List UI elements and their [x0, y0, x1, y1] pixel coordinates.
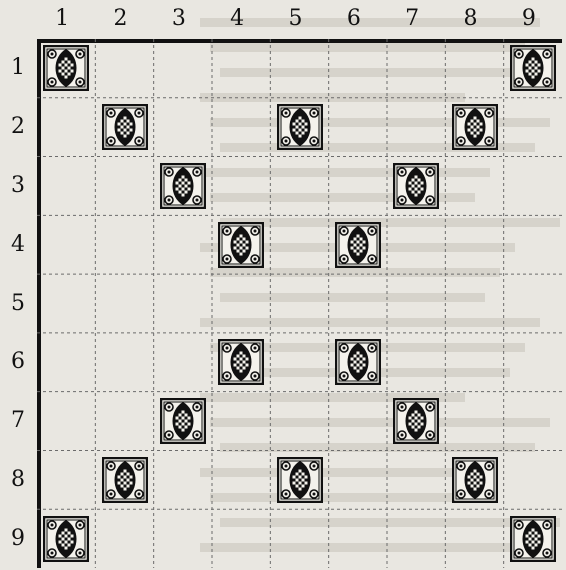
column-number: 2 [101, 6, 141, 31]
column-number: 7 [392, 6, 432, 31]
row-number: 7 [2, 406, 34, 436]
column-number: 5 [276, 6, 316, 31]
ornate-square-piece-icon [102, 104, 148, 150]
ornate-square-piece-icon [510, 45, 556, 91]
ornate-square-piece-icon [102, 457, 148, 503]
row-number: 6 [2, 347, 34, 377]
ornate-square-piece-icon [393, 163, 439, 209]
ornate-square-piece-icon [218, 222, 264, 268]
row-number: 9 [2, 524, 34, 554]
row-number: 2 [2, 112, 34, 142]
ornate-square-piece-icon [393, 398, 439, 444]
row-number: 8 [2, 465, 34, 495]
row-number: 1 [2, 53, 34, 83]
ornate-square-piece-icon [43, 516, 89, 562]
ornate-square-piece-icon [510, 516, 556, 562]
ornate-square-piece-icon [277, 457, 323, 503]
row-number: 3 [2, 171, 34, 201]
column-number: 6 [334, 6, 374, 31]
column-number: 1 [42, 6, 82, 31]
ornate-square-piece-icon [160, 163, 206, 209]
column-number: 4 [217, 6, 257, 31]
ornate-square-piece-icon [335, 222, 381, 268]
ornate-square-piece-icon [160, 398, 206, 444]
ornate-square-piece-icon [277, 104, 323, 150]
row-number: 5 [2, 289, 34, 319]
ornate-square-piece-icon [218, 339, 264, 385]
column-number: 9 [509, 6, 549, 31]
ornate-square-piece-icon [452, 457, 498, 503]
column-number: 8 [451, 6, 491, 31]
column-number: 3 [159, 6, 199, 31]
ornate-square-piece-icon [452, 104, 498, 150]
ornate-square-piece-icon [335, 339, 381, 385]
row-number: 4 [2, 230, 34, 260]
ornate-square-piece-icon [43, 45, 89, 91]
